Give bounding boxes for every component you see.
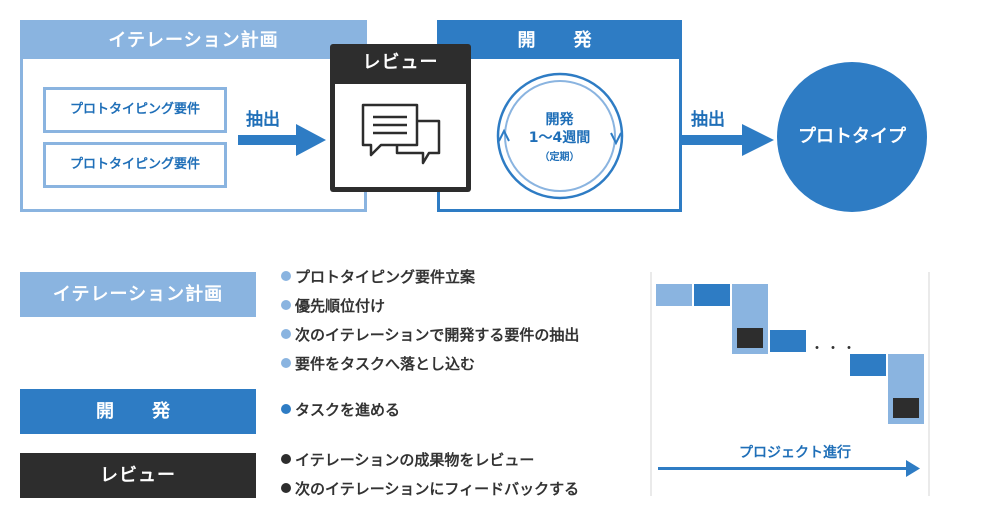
bullet-dot [281,404,291,414]
bullet-dot [281,329,291,339]
development-bullet-list: タスクを進める [281,396,400,425]
list-item: イテレーションの成果物をレビュー [281,446,579,475]
chart-ellipsis: ・・・ [810,341,858,357]
progress-axis-arrowhead [906,460,920,477]
cycle-note: （定期） [539,152,580,163]
cycle-period: 1〜4週間 [528,130,591,146]
right-arrow-icon [238,124,326,156]
chart-axis-label: プロジェクト進行 [739,445,851,461]
cycle-title: 開発 [545,112,574,128]
planning-panel: イテレーション計画 プロトタイピング要件 プロトタイピング要件 [20,20,367,212]
review-panel-title: レビュー [362,52,439,73]
bullet-dot [281,300,291,310]
planning-block [656,284,692,306]
list-item: タスクを進める [281,396,400,425]
list-item: 要件をタスクへ落とし込む [281,350,579,379]
extract-label: 抽出 [691,110,725,130]
development-panel: 開 発 開発 1〜4週間 （定期） [437,20,682,212]
review-panel: レビュー [330,44,471,192]
list-item: プロトタイピング要件立案 [281,263,579,292]
development-panel-title: 開 発 [440,23,679,59]
bullet-dot [281,483,291,493]
prototype-circle: プロトタイプ [777,62,927,212]
requirement-box: プロトタイピング要件 [43,142,227,188]
cycle-arrows-icon [496,72,624,200]
speech-bubbles-icon [361,103,441,165]
development-block [770,330,806,352]
extract-label: 抽出 [246,110,280,130]
development-block [694,284,730,306]
planning-bullet-list: プロトタイピング要件立案 優先順位付け 次のイテレーションで開発する要件の抽出 … [281,263,579,379]
phase-label-planning: イテレーション計画 [20,272,256,317]
phase-label-development: 開 発 [20,389,256,434]
review-bullet-list: イテレーションの成果物をレビュー 次のイテレーションにフィードバックする [281,446,579,504]
list-item: 優先順位付け [281,292,579,321]
list-item: 次のイテレーションにフィードバックする [281,475,579,504]
review-panel-body [335,84,466,187]
bullet-dot [281,271,291,281]
progress-chart-svg [650,272,930,496]
review-block [893,398,919,418]
right-arrow-icon [682,124,774,156]
review-block [737,328,763,348]
planning-panel-title: イテレーション計画 [23,23,364,59]
list-item: 次のイテレーションで開発する要件の抽出 [281,321,579,350]
bullet-dot [281,358,291,368]
phase-label-review: レビュー [20,453,256,498]
progress-axis-line [658,467,908,470]
requirement-box: プロトタイピング要件 [43,87,227,133]
project-progress-chart: ・・・ プロジェクト進行 [650,272,930,496]
development-block [850,354,886,376]
bullet-dot [281,454,291,464]
